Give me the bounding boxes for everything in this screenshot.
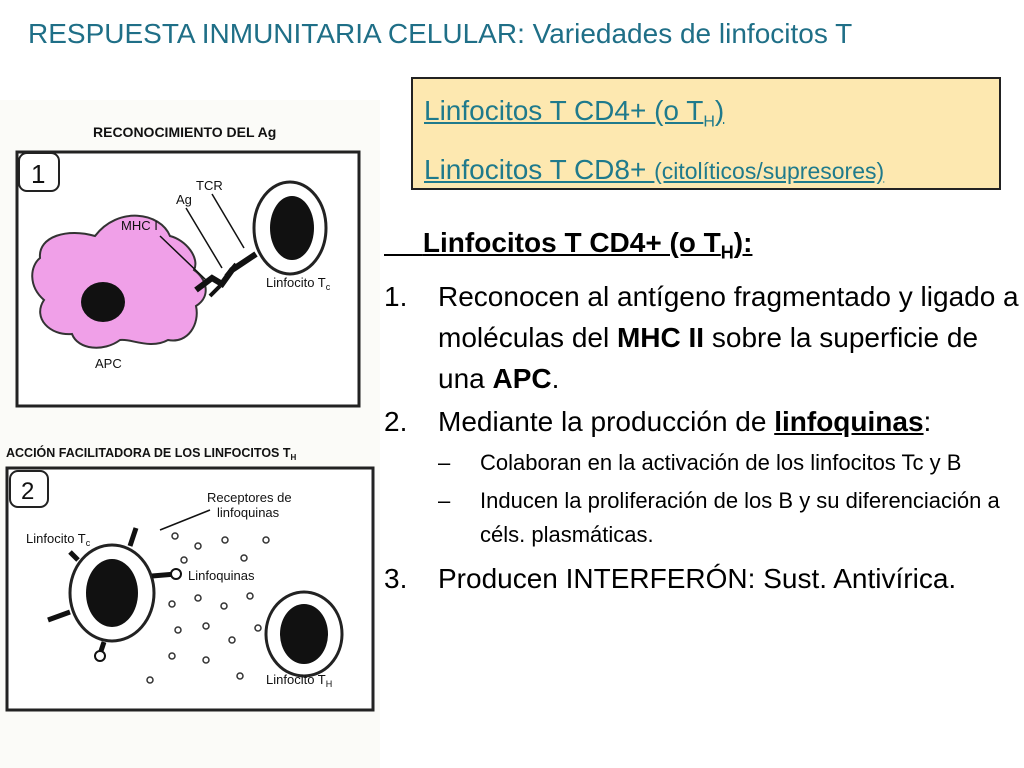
label-linfoquinas: Linfoquinas — [188, 568, 255, 583]
list-number: 3. — [384, 562, 408, 594]
label-mhc: MHC I — [121, 218, 158, 233]
label-receptores-2: linfoquinas — [217, 505, 280, 520]
sub-item-text: Colaboran en la activación de los linfoc… — [480, 449, 962, 475]
toc-link-cd4[interactable]: Linfocitos T CD4+ (o TH) — [424, 87, 999, 146]
panel2-title: ACCIÓN FACILITADORA DE LOS LINFOCITOS TH — [6, 445, 297, 462]
sub-item-text: Inducen la proliferación de los B y su d… — [480, 487, 1000, 547]
receptor-ligand — [170, 568, 182, 580]
arrow-ag — [185, 207, 223, 269]
tcr-complex — [194, 251, 258, 293]
panel1-badge — [18, 152, 60, 192]
list-item-2: 2. Mediante la producción de linfoquinas… — [384, 401, 1024, 442]
arrow-tcr — [211, 193, 245, 249]
receptor-stalks — [47, 527, 177, 655]
label-ag: Ag — [176, 192, 192, 207]
label-linfocito-th: Linfocito TH — [266, 672, 332, 689]
item2-text-2: : — [923, 405, 932, 437]
linfoquina-dots — [146, 532, 270, 684]
heading-end: ): — [733, 227, 753, 258]
label-linfocito-tc: Linfocito Tc — [266, 275, 331, 292]
list-item-1: 1. Reconocen al antígeno fragmentado y l… — [384, 276, 1024, 399]
content-list: Linfocitos T CD4+ (o TH): 1. Reconocen a… — [384, 222, 1024, 599]
tc-nucleus — [270, 196, 314, 260]
sub-item-1: – Colaboran en la activación de los linf… — [384, 446, 1024, 480]
item1-bold-apc: APC — [492, 362, 552, 394]
heading-sub: H — [720, 242, 734, 263]
panel2-number: 2 — [21, 478, 34, 505]
apc-cell — [31, 214, 207, 349]
label-linfocito2-tc: Linfocito Tc — [26, 531, 91, 548]
toc-link-cd4-text: Linfocitos T CD4+ (o T — [424, 95, 704, 126]
label-apc: APC — [95, 356, 122, 371]
heading-text: Linfocitos T CD4+ (o T — [422, 227, 721, 258]
item1-text-3: . — [551, 362, 560, 394]
list-item-3: 3. Producen INTERFERÓN: Sust. Antivírica… — [384, 558, 1024, 599]
scanned-illustration: RECONOCIMIENTO DEL Ag 1 TCR Ag MHC I Lin… — [0, 100, 380, 768]
sub-item-2: – Inducen la proliferación de los B y su… — [384, 484, 1024, 552]
panel2-badge — [9, 470, 49, 508]
toc-box: Linfocitos T CD4+ (o TH) Linfocitos T CD… — [411, 77, 1001, 190]
item1-text-1: Reconocen al antígeno fragmentado y liga… — [438, 280, 1019, 353]
arrow-mhc — [159, 235, 207, 281]
toc-link-cd8[interactable]: Linfocitos T CD8+ (citolíticos/supresore… — [424, 146, 999, 195]
toc-link-cd8-text: Linfocitos T CD8+ — [424, 153, 655, 185]
label-receptores-1: Receptores de — [207, 490, 292, 505]
sub-dash: – — [438, 487, 451, 513]
label-tcr: TCR — [196, 178, 223, 193]
apc-nucleus — [81, 282, 125, 322]
list-number: 1. — [384, 280, 408, 312]
item3-text: Producen INTERFERÓN: Sust. Antivírica. — [438, 562, 957, 594]
th-nucleus — [280, 604, 328, 664]
ag-fragment — [208, 262, 238, 298]
toc-link-cd4-end: ) — [714, 95, 725, 126]
item1-text-2: sobre la superficie de una — [438, 321, 979, 394]
section-heading: Linfocitos T CD4+ (o TH): — [384, 222, 1024, 274]
item2-text-1: Mediante la producción de — [438, 405, 775, 437]
tc-nucleus-2 — [86, 559, 138, 627]
slide-title: RESPUESTA INMUNITARIA CELULAR: Variedade… — [28, 18, 853, 49]
receptor-ligand — [94, 650, 106, 662]
toc-link-cd4-sub: H — [703, 113, 715, 131]
panel1-title: RECONOCIMIENTO DEL Ag — [93, 124, 276, 140]
item2-underline: linfoquinas — [774, 405, 924, 437]
list-number: 2. — [384, 405, 408, 437]
arrow-receptores — [159, 509, 211, 531]
item1-bold-mhc: MHC II — [616, 321, 705, 353]
toc-link-cd8-small: (citolíticos/supresores) — [654, 157, 885, 184]
panel1-number: 1 — [31, 159, 45, 189]
sub-dash: – — [438, 449, 451, 475]
